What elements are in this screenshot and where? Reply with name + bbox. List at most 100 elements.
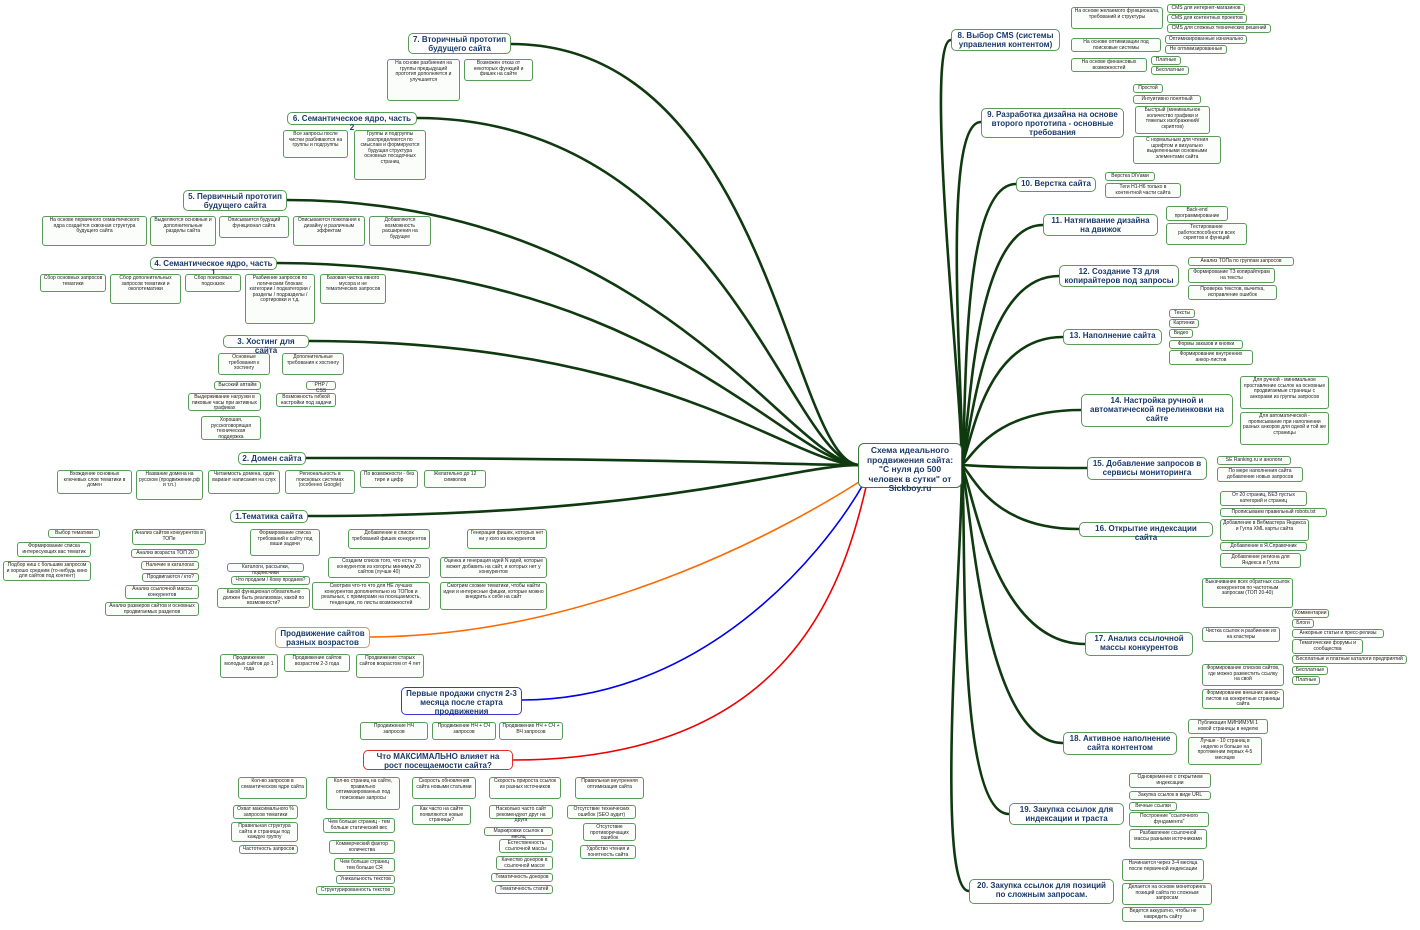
node-max-growth-g1-item-3[interactable]: Частотность запросов: [239, 845, 298, 854]
node-7-child-1[interactable]: На основе разбиения на группы предыдущий…: [387, 59, 460, 101]
node-17-link-analysis[interactable]: 17. Анализ ссылочной массы конкурентов: [1085, 632, 1193, 656]
node-15-monitoring[interactable]: 15. Добавление запросов в сервисы монито…: [1087, 457, 1207, 480]
node-19-child-3[interactable]: Вечные ссылки: [1129, 802, 1177, 811]
node-ages-item-3[interactable]: Продвижение старых сайтов возрастом от 4…: [356, 654, 424, 678]
node-6-child-1[interactable]: Все запросы после чистки разбиваются на …: [283, 130, 348, 158]
node-max-growth-g3-item-1[interactable]: Как часто на сайте появляются новые стра…: [412, 805, 471, 825]
node-1-group-2-item-4[interactable]: Анализ ссылочной массы конкурентов: [125, 585, 199, 599]
node-11-child-1[interactable]: Back-end программирование: [1166, 206, 1228, 221]
node-max-growth-g4-item-6[interactable]: Тематичность статей: [495, 885, 553, 894]
node-5-child-5[interactable]: Добавляются возможность расширения на бу…: [369, 216, 431, 246]
node-20-child-2[interactable]: Делается на основе мониторинга позиций с…: [1122, 883, 1212, 905]
node-3-group-1-item-3[interactable]: Хорошая, русскоговорящая техническая под…: [201, 416, 261, 440]
node-9-child-1[interactable]: Простой: [1133, 84, 1163, 93]
node-17-g2-item-2[interactable]: Блоги: [1292, 619, 1314, 628]
node-max-growth-g4-item-4[interactable]: Качество доноров в ссылочной массе: [496, 856, 553, 870]
node-5-child-1[interactable]: На основе первичного семантического ядра…: [42, 216, 147, 246]
node-15-child-2[interactable]: По мере наполнения сайта добавление новы…: [1217, 467, 1303, 482]
node-max-growth-g4-item-1[interactable]: Насколько часто сайт рекомендуют друг на…: [489, 805, 553, 823]
node-2-child-1[interactable]: Вхождение основных ключевых слов тематик…: [57, 470, 132, 494]
node-1-group-3-item-3[interactable]: Какой функционал обязательно должен быть…: [217, 588, 310, 608]
node-4-child-5[interactable]: Базовая чистка явного мусора и не темати…: [320, 274, 386, 304]
node-4-child-3[interactable]: Сбор поисковых подсказок: [185, 274, 241, 292]
node-13-child-5[interactable]: Формирование внутренних анкор-листов: [1169, 350, 1253, 365]
node-first-sales-item-3[interactable]: Продвижение НЧ + СЧ + ВЧ запросов: [499, 722, 563, 740]
node-max-growth-group-1[interactable]: Кол-во запросов в семантическом ядре сай…: [238, 777, 307, 799]
node-1-topic[interactable]: 1.Тематика сайта: [230, 510, 308, 523]
node-11-child-2[interactable]: Тестирование работоспособности всех скри…: [1166, 223, 1247, 245]
node-13-filling[interactable]: 13. Наполнение сайта: [1063, 329, 1162, 345]
node-1-group-5-item-2[interactable]: Смотрим схожие тематики, чтобы найти иде…: [440, 582, 547, 610]
node-first-sales-item-2[interactable]: Продвижение НЧ + СЧ запросов: [432, 722, 496, 740]
node-5-child-2[interactable]: Выделяются основные и дополнительные раз…: [150, 216, 216, 246]
node-5-child-3[interactable]: Описывается будущий функционал сайта: [219, 216, 289, 238]
node-2-child-6[interactable]: Желательно до 12 символов: [424, 470, 486, 488]
node-4-child-2[interactable]: Сбор дополнительных запросов тематики и …: [110, 274, 181, 304]
node-max-growth-g1-item-1[interactable]: Охват максимального % запросов тематики: [233, 805, 298, 819]
node-17-group-1[interactable]: Выкачивание всех обратных ссылок конкуре…: [1202, 578, 1293, 608]
node-10-child-2[interactable]: Теги H1-H6 только в контентной части сай…: [1105, 183, 1181, 198]
node-max-growth[interactable]: Что МАКСИМАЛЬНО влияет на рост посещаемо…: [363, 750, 513, 770]
node-6-semantic-2[interactable]: 6. Семантическое ядро, часть 2: [287, 112, 417, 132]
node-1-group-4-item-2[interactable]: Смотрим что-то что для НЕ лучших конкуре…: [312, 582, 430, 610]
node-16-child-4[interactable]: Добавление в Я.Справочник: [1220, 542, 1307, 551]
node-max-growth-g5-item-2[interactable]: Отсутствие противоречащих ошибок: [583, 823, 636, 841]
node-1-group-4[interactable]: Добавление в список требований фишек кон…: [348, 529, 430, 549]
node-6-child-2[interactable]: Группы и подгруппы распределяются по смы…: [354, 130, 426, 180]
node-1-group-5[interactable]: Генерация фишек, которых нет ни у кого и…: [467, 529, 547, 549]
node-9-child-2[interactable]: Интуитивно понятный: [1133, 95, 1201, 104]
node-5-child-4[interactable]: Описываются пожелания к дизайну и различ…: [293, 216, 365, 246]
node-first-sales[interactable]: Первые продажи спустя 2-3 месяца после с…: [401, 687, 522, 716]
node-20-child-1[interactable]: Начинается через 3-4 месяца после первич…: [1122, 859, 1204, 881]
node-7-prototype-2[interactable]: 7. Вторичный прототип будущего сайта: [408, 33, 511, 54]
node-16-child-5[interactable]: Добавление региона для Яндекса и Гугла: [1220, 553, 1301, 568]
node-max-growth-g4-item-3[interactable]: Естественность ссылочной массы: [499, 839, 553, 853]
node-13-child-3[interactable]: Видео: [1169, 329, 1193, 338]
node-max-growth-g2-item-2[interactable]: Коммерческий фактор количества: [329, 840, 395, 854]
node-ages-item-2[interactable]: Продвижение сайтов возрастом 2-3 года: [284, 654, 350, 672]
node-8-group-3[interactable]: На основе финансовых возможностей: [1071, 58, 1147, 72]
node-ages-item-1[interactable]: Продвижение молодых сайтов до 1 года: [220, 654, 278, 678]
node-7-child-2[interactable]: Возможен отказ от некоторых функций и фи…: [464, 59, 533, 81]
node-13-child-1[interactable]: Тексты: [1169, 309, 1195, 318]
node-17-group-4[interactable]: Формирование внешних анкор-листов на кон…: [1202, 689, 1284, 709]
node-15-child-1[interactable]: SE Ranking.ru и анологи: [1217, 456, 1291, 465]
node-17-g3-item-1[interactable]: Бесплатные: [1292, 666, 1328, 675]
node-19-child-2[interactable]: Закупка ссылок в виде URL: [1129, 791, 1211, 800]
node-max-growth-g2-item-3[interactable]: Чем больше страниц тем больше СЯ: [334, 858, 395, 872]
node-max-growth-group-2[interactable]: Кол-во страниц на сайте, правильно оптим…: [326, 777, 400, 810]
node-max-growth-g4-item-5[interactable]: Тематичность доноров: [491, 873, 553, 882]
node-17-group-2[interactable]: Чистка ссылок и разбиение их на кластеры: [1202, 627, 1280, 642]
node-8-g2-item-2[interactable]: Не оптимизированные: [1165, 45, 1227, 54]
node-2-child-2[interactable]: Название домена на русском (продвижение.…: [136, 470, 203, 500]
node-9-design[interactable]: 9. Разработка дизайна на основе второго …: [981, 108, 1124, 138]
node-19-trust-links[interactable]: 19. Закупка ссылок для индексации и трас…: [1009, 803, 1124, 825]
node-max-growth-g1-item-2[interactable]: Правильная структура сайта и страницы по…: [231, 822, 298, 842]
node-1-group-3[interactable]: Формирование списка требований к сайту п…: [250, 529, 320, 556]
node-8-g3-item-1[interactable]: Платные: [1151, 56, 1181, 65]
node-18-child-1[interactable]: Публикация МИНИМУМ 1 новой страницы в не…: [1188, 719, 1268, 734]
node-1-group-2-item-2[interactable]: Наличие в каталогах: [141, 561, 199, 570]
node-17-g2-item-4[interactable]: Тематические форумы и сообщества: [1292, 639, 1363, 654]
node-8-group-1[interactable]: На основе желаемого функционала, требова…: [1071, 7, 1163, 29]
node-12-child-1[interactable]: Анализ ТОПа по группам запросов: [1188, 257, 1294, 266]
node-12-child-2[interactable]: Формирование ТЗ копирайтерам на тексты: [1188, 268, 1275, 283]
node-12-tz[interactable]: 12. Создание ТЗ для копирайтеров под зап…: [1059, 265, 1179, 287]
node-3-group-2-item-2[interactable]: Возможность гибкой настройки под задачи: [276, 393, 336, 407]
node-19-child-4[interactable]: Построение "ссылочного фундамента": [1129, 812, 1209, 827]
node-14-child-1[interactable]: Для ручной - минимальное проставление сс…: [1240, 376, 1329, 409]
node-16-child-2[interactable]: Прописываем правильный robots.txt: [1220, 508, 1327, 517]
node-14-linking[interactable]: 14. Настройка ручной и автоматической пе…: [1081, 394, 1233, 427]
node-1-group-3-item-2[interactable]: Что продаем / Кому продаем?: [231, 576, 310, 585]
node-8-group-2[interactable]: На основе оптимизации под поисковые сист…: [1071, 38, 1161, 52]
node-1-group-1-item-2[interactable]: Подбор ниш с большим запросом и хорошо с…: [3, 561, 91, 581]
node-3-group-1-item-1[interactable]: Высокий аптайм: [214, 381, 261, 390]
node-9-child-4[interactable]: С нормальным для чтения шрифтом и визуал…: [1133, 136, 1221, 164]
center-node[interactable]: Схема идеального продвижения сайта: "С н…: [858, 443, 962, 493]
node-1-group-2-item-3[interactable]: Продвигаются / кто?: [142, 573, 199, 582]
node-8-g1-item-2[interactable]: CMS для контентных проектов: [1167, 14, 1247, 23]
node-3-group-2-item-1[interactable]: PHP / CSS: [306, 381, 336, 393]
node-1-group-1-item-1[interactable]: Формирование списка интересующих вас тем…: [17, 542, 91, 557]
node-max-growth-g4-item-2[interactable]: Маркировки ссылок в месяц: [484, 827, 553, 839]
node-19-child-1[interactable]: Одновременно с открытием индексации: [1129, 773, 1211, 788]
